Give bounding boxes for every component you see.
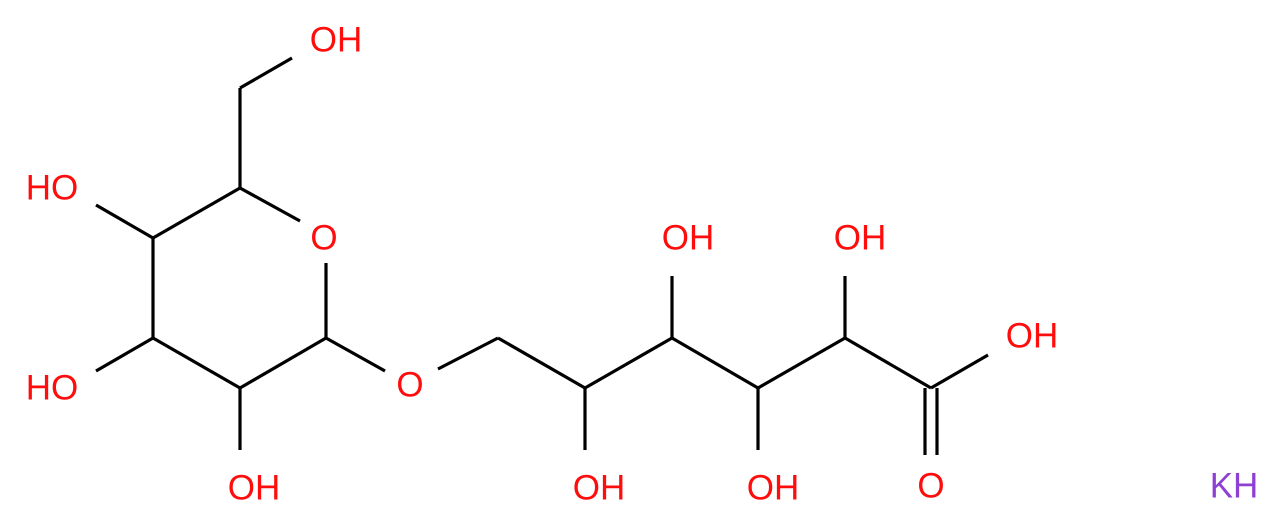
bond-c3-c2 xyxy=(152,336,241,390)
label-ho-c4: HO xyxy=(26,169,79,208)
bond-c6-c5 xyxy=(497,336,586,390)
label-ho-c3: HO xyxy=(26,369,79,408)
bond-c3-c2-chain xyxy=(757,336,846,390)
label-o-carbonyl: O xyxy=(917,467,944,506)
label-oh-c4-chain: OH xyxy=(662,219,715,258)
bond-c1-oglyc xyxy=(325,336,386,373)
bond-c3-oh xyxy=(95,336,154,373)
bond-c2-c1 xyxy=(239,336,327,390)
bond-c5-c4 xyxy=(152,186,241,240)
bond-c4-oh xyxy=(95,203,154,240)
label-oh-carboxyl: OH xyxy=(1006,317,1059,356)
bonds xyxy=(95,56,989,455)
label-o-ring: O xyxy=(310,219,337,258)
atom-labels: OH HO O HO OH O OH OH OH OH OH O KH xyxy=(26,21,1259,508)
label-oh-c3-chain: OH xyxy=(747,469,800,508)
bond-oglyc-c6 xyxy=(437,336,499,371)
bond-c5-oring xyxy=(239,186,301,223)
label-oh-c2-chain: OH xyxy=(834,219,887,258)
bond-ch2-oh xyxy=(239,56,293,90)
bond-c2-c1-chain xyxy=(844,336,932,390)
label-oh-c5-chain: OH xyxy=(573,469,626,508)
bond-c5-c4-chain xyxy=(584,336,673,390)
label-kh: KH xyxy=(1210,467,1259,506)
label-oh-c2: OH xyxy=(228,469,281,508)
bond-c1-ohcarboxyl xyxy=(930,353,989,390)
label-oh-ch2: OH xyxy=(310,21,363,60)
bond-c4-c3-chain xyxy=(671,336,759,390)
label-o-glycosidic: O xyxy=(396,366,423,405)
